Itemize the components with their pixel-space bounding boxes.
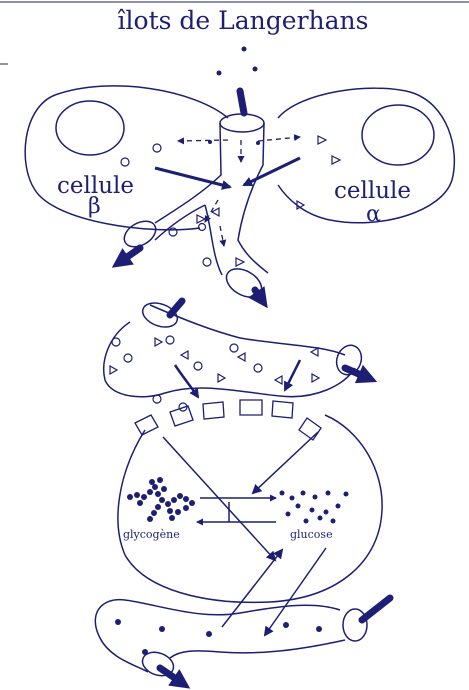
blood-flow-middle (170, 301, 368, 378)
islet-capillary (120, 114, 268, 303)
secretion-arrows (155, 158, 300, 187)
alpha-cell-label: cellule (334, 178, 411, 204)
alpha-nucleus (362, 105, 434, 165)
beta-symbol: β (88, 194, 101, 219)
glucose-label: glucose (290, 528, 333, 541)
target-cell (118, 400, 382, 602)
glycogen-label: glycogène (123, 528, 180, 541)
alpha-symbol: α (366, 202, 381, 227)
beta-nucleus (56, 101, 124, 155)
top-granules (208, 47, 260, 146)
middle-granules (110, 336, 319, 411)
blood-vessel (104, 299, 366, 397)
page-title: îlots de Langerhans (118, 6, 369, 35)
release-arrows (178, 137, 300, 246)
receptors (135, 400, 321, 440)
lower-vessel (95, 600, 367, 680)
glucose-molecules (280, 491, 349, 524)
glycogen-molecule (127, 477, 195, 522)
upper-granules (121, 136, 340, 266)
alpha-cell: cellule α (278, 88, 454, 227)
